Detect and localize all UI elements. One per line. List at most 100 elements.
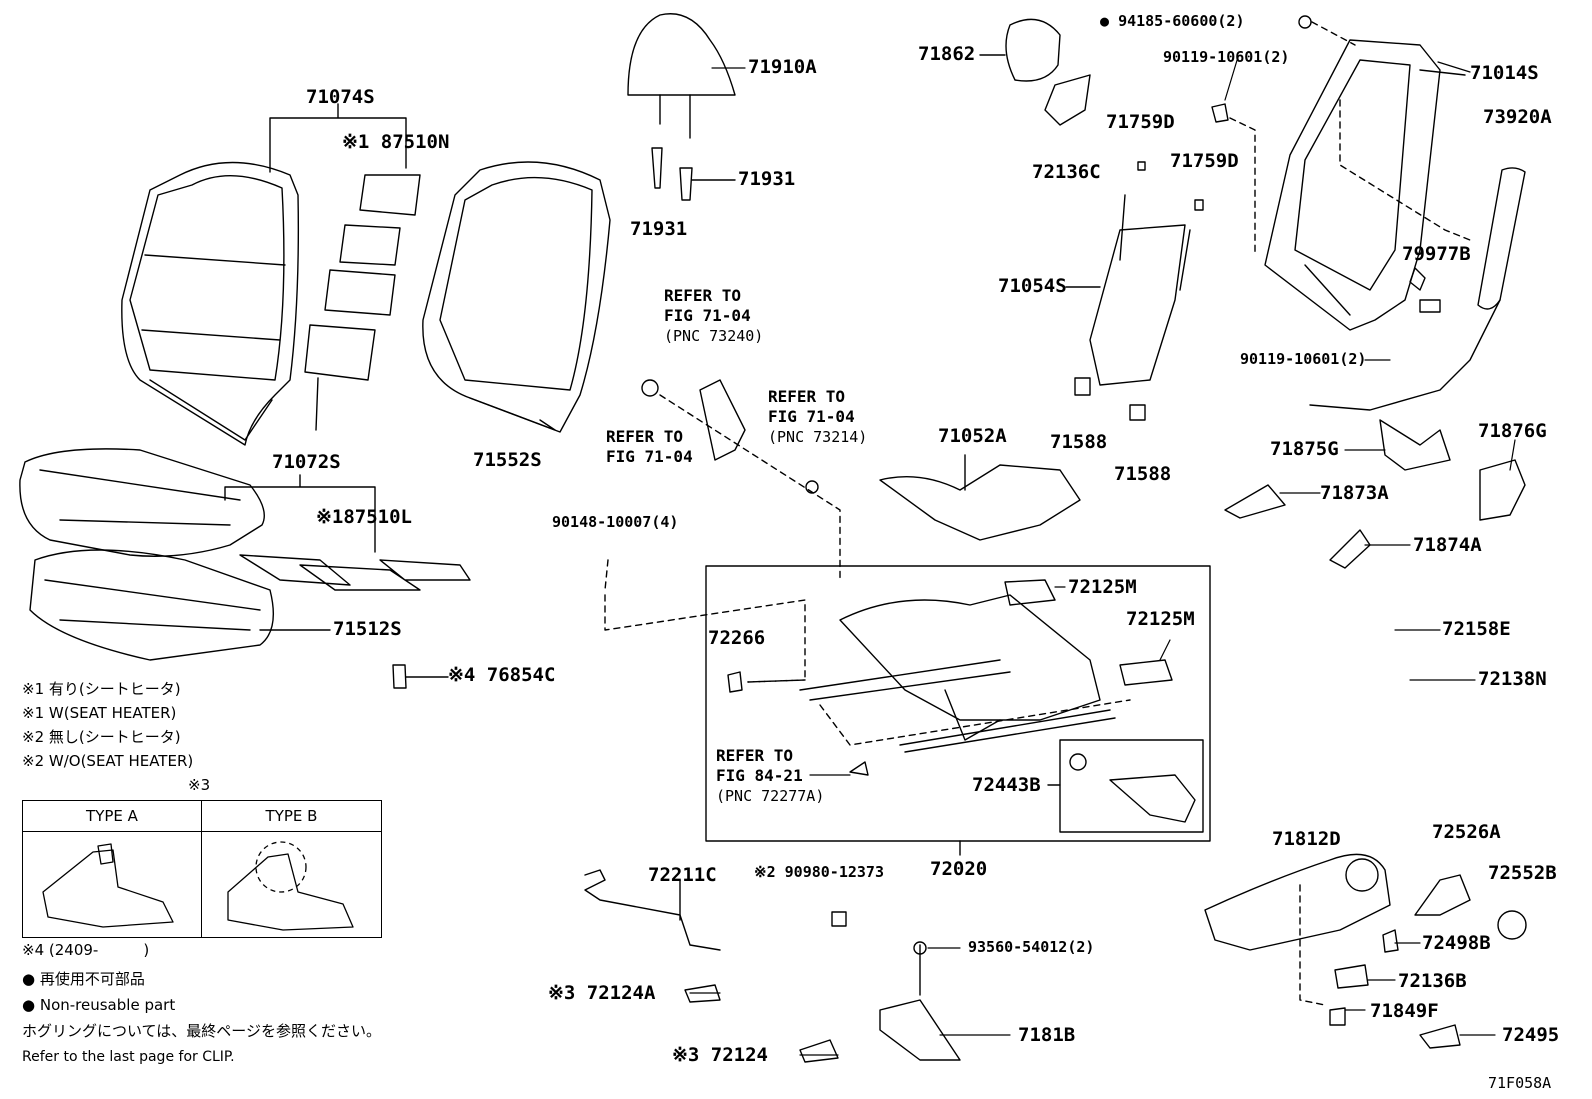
part-72266-shape [727, 671, 743, 693]
part-label-72498b: 72498B [1422, 932, 1491, 954]
seat-track-box [705, 565, 1211, 842]
part-label-7181b: 7181B [1018, 1024, 1076, 1046]
bracket-7181b-shape [879, 999, 961, 1061]
ref-line: REFER TO [716, 746, 794, 765]
label-79977b-shape [1419, 299, 1441, 313]
part-label-93560: 93560-54012(2) [968, 938, 1095, 956]
part-label-71072s: 71072S [272, 451, 341, 473]
seat-cushion-cover-illustration [19, 448, 265, 557]
part-label-71552s: 71552S [473, 449, 542, 471]
part-label-71931-right: 71931 [738, 168, 796, 190]
refer-to-fig-71-04: REFER TO FIG 71-04 [606, 427, 693, 467]
part-number-94185: 94185-60600(2) [1118, 12, 1245, 30]
part-label-71588-b: 71588 [1114, 463, 1172, 485]
cover-71812d-shape [1204, 853, 1391, 951]
part-label-71876g: 71876G [1478, 420, 1547, 442]
cover-71874a-shape [1329, 529, 1371, 569]
figure-id: 71F058A [1488, 1074, 1552, 1092]
part-label-72124: ※3 72124 [672, 1044, 768, 1066]
note-clip-jp: ホグリングについては、最終ページを参照ください。 [22, 1022, 381, 1040]
cover-71873a-shape [1224, 484, 1286, 519]
cover-71876g-shape [1479, 459, 1526, 521]
cover-72125m-a-shape [1004, 579, 1056, 606]
ref-line: REFER TO [606, 427, 684, 446]
part-label-71849f: 71849F [1370, 1000, 1439, 1022]
part-label-71931-bottom: 71931 [630, 218, 688, 240]
airbag-73920a-shape [1477, 167, 1526, 310]
part-label-73920a: 73920A [1483, 106, 1552, 128]
seat-track-illustration [799, 594, 1116, 753]
part-label-71874a: 71874A [1413, 534, 1482, 556]
clip-76854c-shape [392, 664, 449, 689]
part-label-79977b: 79977B [1402, 243, 1471, 265]
part-label-72266: 72266 [708, 627, 766, 649]
part-label-71910a: 71910A [748, 56, 817, 78]
type-b-bracket-shape [227, 853, 354, 931]
note-seat-heater-en: ※1 W(SEAT HEATER) [22, 704, 177, 722]
cover-71875g-shape [1379, 419, 1451, 471]
part-label-90119-bottom: 90119-10601(2) [1240, 350, 1367, 368]
part-label-72125m-a: 72125M [1068, 576, 1137, 598]
type-a-column [23, 801, 202, 937]
part-label-71588-a: 71588 [1050, 431, 1108, 453]
note-non-reusable-en: ● Non-reusable part [22, 996, 176, 1014]
part-label-71759d-b: 71759D [1170, 150, 1239, 172]
part-label-71512s: 71512S [333, 618, 402, 640]
part-label-72020: 72020 [930, 858, 988, 880]
refer-to-fig-73240: REFER TO FIG 71-04 (PNC 73240) [664, 286, 763, 346]
note-seat-heater-jp: ※1 有り(シートヒータ) [22, 680, 181, 698]
ref-pnc: (PNC 73240) [664, 327, 764, 345]
type-legend-table: TYPE A TYPE B [22, 800, 382, 938]
seatback-pad-illustration [422, 161, 611, 433]
type-a-header: TYPE A [23, 801, 201, 832]
cover-71862-shape [1005, 18, 1061, 82]
note-date-range: ※4 (2409- ) [22, 941, 150, 959]
type-illustrations [42, 841, 354, 931]
refer-to-fig-84-21: REFER TO FIG 84-21 (PNC 72277A) [716, 746, 824, 806]
part-label-72138n: 72138N [1478, 668, 1547, 690]
seatback-heater-illustration [304, 174, 421, 431]
note-type-marker: ※3 [188, 776, 211, 794]
cover-72136c-shape [1044, 74, 1091, 126]
knob-72526a-shape [1414, 874, 1471, 916]
type-a-bracket-shape [42, 849, 174, 928]
part-label-90119-top: 90119-10601(2) [1163, 48, 1290, 66]
part-label-71873a: 71873A [1320, 482, 1389, 504]
ref-line: FIG 84-21 [716, 766, 803, 785]
part-label-72124a: ※3 72124A [548, 982, 656, 1004]
headrest-illustration [627, 13, 736, 139]
refer-to-fig-73214: REFER TO FIG 71-04 (PNC 73214) [768, 387, 867, 447]
part-label-72211c: 72211C [648, 864, 717, 886]
part-label-72443b: 72443B [972, 774, 1041, 796]
part-label-71812d: 71812D [1272, 828, 1341, 850]
headrest-guide-illustration [651, 147, 736, 201]
part-label-71759d-a: 71759D [1106, 111, 1175, 133]
ref-line: FIG 71-04 [768, 407, 855, 426]
part-label-71052a: 71052A [938, 425, 1007, 447]
part-label-87510l: ※187510L [316, 506, 412, 528]
part-label-71014s: 71014S [1470, 62, 1539, 84]
part-label-87510n: ※1 87510N [342, 131, 450, 153]
part-label-94185: ● 94185-60600(2) [1100, 14, 1245, 29]
part-label-72158e: 72158E [1442, 618, 1511, 640]
part-label-90980: ※2 90980-12373 [754, 863, 884, 881]
ref-line: FIG 71-04 [664, 306, 751, 325]
ref-line: REFER TO [768, 387, 846, 406]
part-label-72495: 72495 [1502, 1024, 1560, 1046]
seat-wire-illustration [879, 454, 1081, 541]
seatback-frame-illustration [1264, 39, 1471, 331]
rod-72211c-shape [584, 869, 721, 951]
ref-line: FIG 71-04 [606, 447, 693, 466]
note-no-seat-heater-jp: ※2 無し(シートヒータ) [22, 728, 181, 746]
part-label-71875g: 71875G [1270, 438, 1339, 460]
seat-cushion-heater-illustration [239, 554, 471, 591]
part-label-72125m-b: 72125M [1126, 608, 1195, 630]
inset-72443b-box [1059, 739, 1204, 833]
ref-pnc: (PNC 73214) [768, 428, 868, 446]
seat-cushion-pad-illustration [29, 549, 331, 661]
part-label-71054s: 71054S [998, 275, 1067, 297]
ref-pnc: (PNC 72277A) [716, 787, 825, 805]
part-label-71074s: 71074S [306, 86, 375, 108]
